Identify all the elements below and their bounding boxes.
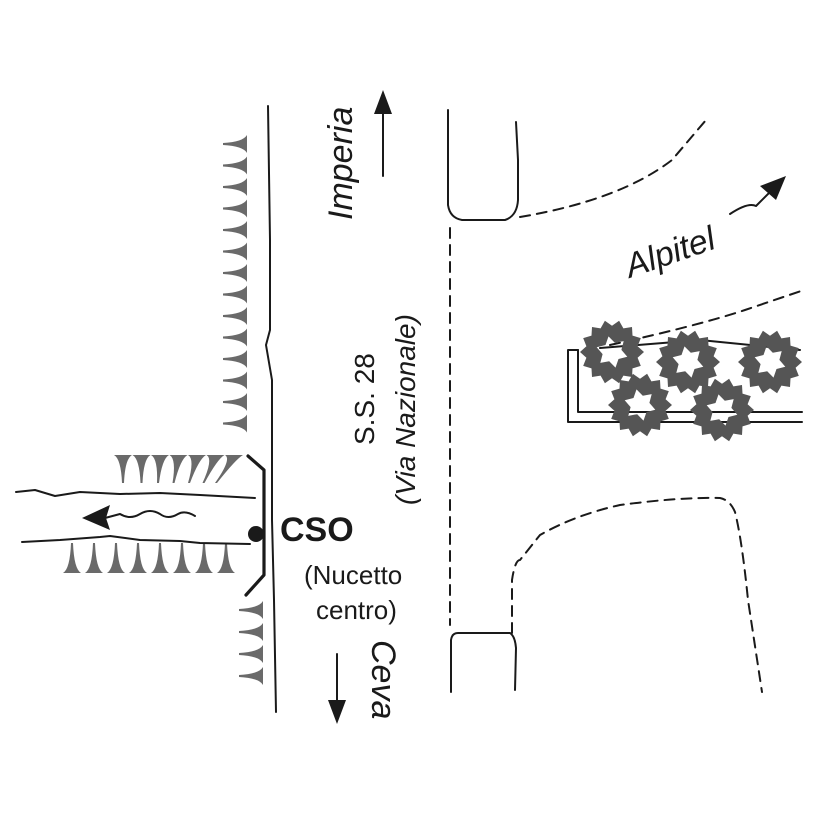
stream-north-edge xyxy=(15,489,256,499)
slope-hatch xyxy=(223,156,247,175)
slope-hatch xyxy=(188,455,206,483)
slope-hatch xyxy=(85,543,103,573)
alpitel-arrow-icon xyxy=(729,176,786,215)
east-destination-label: Alpitel xyxy=(618,219,721,286)
se-lot-boundary xyxy=(511,496,763,693)
slope-hatch xyxy=(223,371,247,390)
slope-hatch xyxy=(223,307,247,325)
se-curb-block xyxy=(450,632,517,693)
slope-hatch xyxy=(239,601,263,619)
tree-canopy xyxy=(738,330,802,394)
outfall-code-label: CSO xyxy=(280,511,354,549)
slope-hatch xyxy=(114,455,132,483)
slope-hatch xyxy=(239,623,263,641)
tree-canopy xyxy=(580,320,644,384)
tree-canopy xyxy=(608,373,672,437)
slope-hatch xyxy=(223,350,247,368)
slope-hatch xyxy=(107,543,125,573)
tree-canopy xyxy=(690,378,754,442)
slope-hatch xyxy=(223,414,247,433)
slope-hatch xyxy=(239,645,263,663)
ne-curb-block xyxy=(447,109,519,221)
slope-hatch xyxy=(202,455,225,483)
slope-hatch xyxy=(223,199,247,218)
slope-hatch xyxy=(215,455,243,483)
road-number-label: S.S. 28 xyxy=(349,353,380,445)
slope-hatch xyxy=(223,285,247,304)
slope-hatch xyxy=(151,455,169,483)
outfall-structure xyxy=(244,454,266,597)
slope-hatch xyxy=(239,667,263,685)
stream-south-bank xyxy=(63,543,235,573)
slope-hatch xyxy=(223,178,247,196)
slope-hatch xyxy=(223,264,247,282)
flow-wave xyxy=(104,510,196,519)
slope-hatch xyxy=(173,543,191,573)
north-destination-label: Imperia xyxy=(322,107,360,220)
slope-hatch xyxy=(223,221,247,239)
south-destination-label: Ceva xyxy=(364,640,402,719)
slope-hatch xyxy=(195,543,213,573)
slope-hatch xyxy=(151,543,169,573)
slope-hatch xyxy=(223,135,247,153)
slope-hatch xyxy=(63,543,81,573)
road-west-edge xyxy=(265,105,277,713)
tree-group xyxy=(580,320,802,442)
slope-hatch xyxy=(217,543,235,573)
upper-embankment xyxy=(223,135,247,433)
tree-canopy xyxy=(656,330,720,394)
outfall-name-line1: (Nucetto xyxy=(304,560,402,590)
road-name-label: (Via Nazionale) xyxy=(390,314,421,505)
slope-hatch xyxy=(169,455,188,483)
stream-north-bank xyxy=(114,455,243,483)
slope-hatch xyxy=(129,543,147,573)
cso-point-icon xyxy=(248,526,264,542)
south-arrow-icon xyxy=(328,653,346,724)
north-arrow-icon xyxy=(374,90,392,177)
stream-south-edge xyxy=(21,535,251,545)
slope-hatch xyxy=(223,242,247,261)
outfall-name-line2: centro) xyxy=(316,595,397,625)
lower-embankment xyxy=(239,601,263,685)
flow-arrow-icon xyxy=(82,505,110,530)
slope-hatch xyxy=(223,328,247,347)
alpitel-road-upper-edge xyxy=(519,119,707,218)
slope-hatch xyxy=(223,393,247,411)
slope-hatch xyxy=(132,455,151,483)
